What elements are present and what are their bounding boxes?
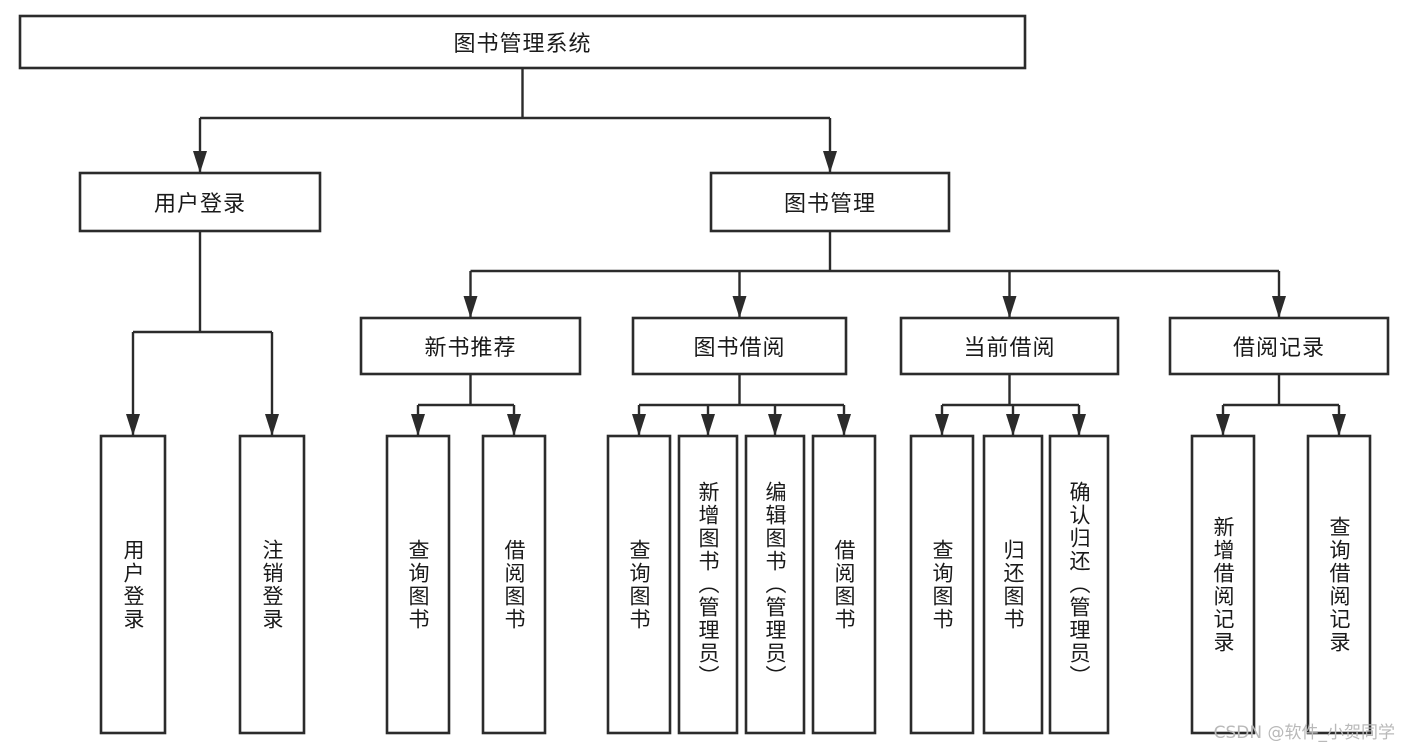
arrow-head-icon-new-book-recommend [463,296,478,318]
arrow-head-icon-book-manage [823,151,837,173]
node-box-current-borrow[interactable] [899,316,1120,376]
arrow-head-icon-leaf-confirm-return [1072,414,1086,436]
node-box-leaf-borrow-book-2[interactable] [811,434,877,735]
arrow-head-icon-leaf-borrow-book-1 [507,414,521,436]
arrow-head-icon-borrow-record [1272,296,1286,318]
node-box-leaf-query-book-2[interactable] [606,434,672,735]
node-box-new-book-recommend[interactable] [359,316,582,376]
node-box-leaf-confirm-return[interactable] [1048,434,1110,735]
node-box-leaf-query-book-3[interactable] [909,434,975,735]
node-box-leaf-user-login[interactable] [99,434,167,735]
arrow-head-icon-leaf-query-book-2 [632,414,646,436]
node-box-user-login[interactable] [78,171,322,233]
arrow-head-icon-leaf-borrow-book-2 [837,414,851,436]
node-box-leaf-add-borrow-record[interactable] [1190,434,1256,735]
node-box-leaf-add-book[interactable] [677,434,739,735]
arrow-head-icon-leaf-query-book-1 [411,414,425,436]
node-box-borrow-record[interactable] [1168,316,1390,376]
arrow-head-icon-leaf-query-borrow-record [1332,414,1346,436]
arrow-head-icon-leaf-return-book [1006,414,1020,436]
connectors-layer [126,68,1346,436]
boxes-layer [18,14,1390,735]
node-box-leaf-borrow-book-1[interactable] [481,434,547,735]
node-box-leaf-query-book-1[interactable] [385,434,451,735]
arrow-head-icon-leaf-edit-book [768,414,782,436]
node-box-leaf-query-borrow-record[interactable] [1306,434,1372,735]
arrow-head-icon-book-borrow [732,296,747,318]
node-box-leaf-return-book[interactable] [982,434,1044,735]
arrow-head-icon-leaf-query-book-3 [935,414,949,436]
node-box-leaf-edit-book[interactable] [744,434,806,735]
arrow-head-icon-current-borrow [1002,296,1017,318]
arrow-head-icon-leaf-logout-login [265,414,279,436]
node-box-root[interactable] [18,14,1027,70]
arrow-head-icon-user-login [193,151,207,173]
node-box-book-borrow[interactable] [631,316,848,376]
watermark: CSDN @软件_小贺同学 [1213,723,1395,743]
node-box-book-manage[interactable] [709,171,951,233]
node-box-leaf-logout-login[interactable] [238,434,306,735]
arrow-head-icon-leaf-add-borrow-record [1216,414,1230,436]
arrow-head-icon-leaf-add-book [701,414,715,436]
arrow-head-icon-leaf-user-login [126,414,140,436]
